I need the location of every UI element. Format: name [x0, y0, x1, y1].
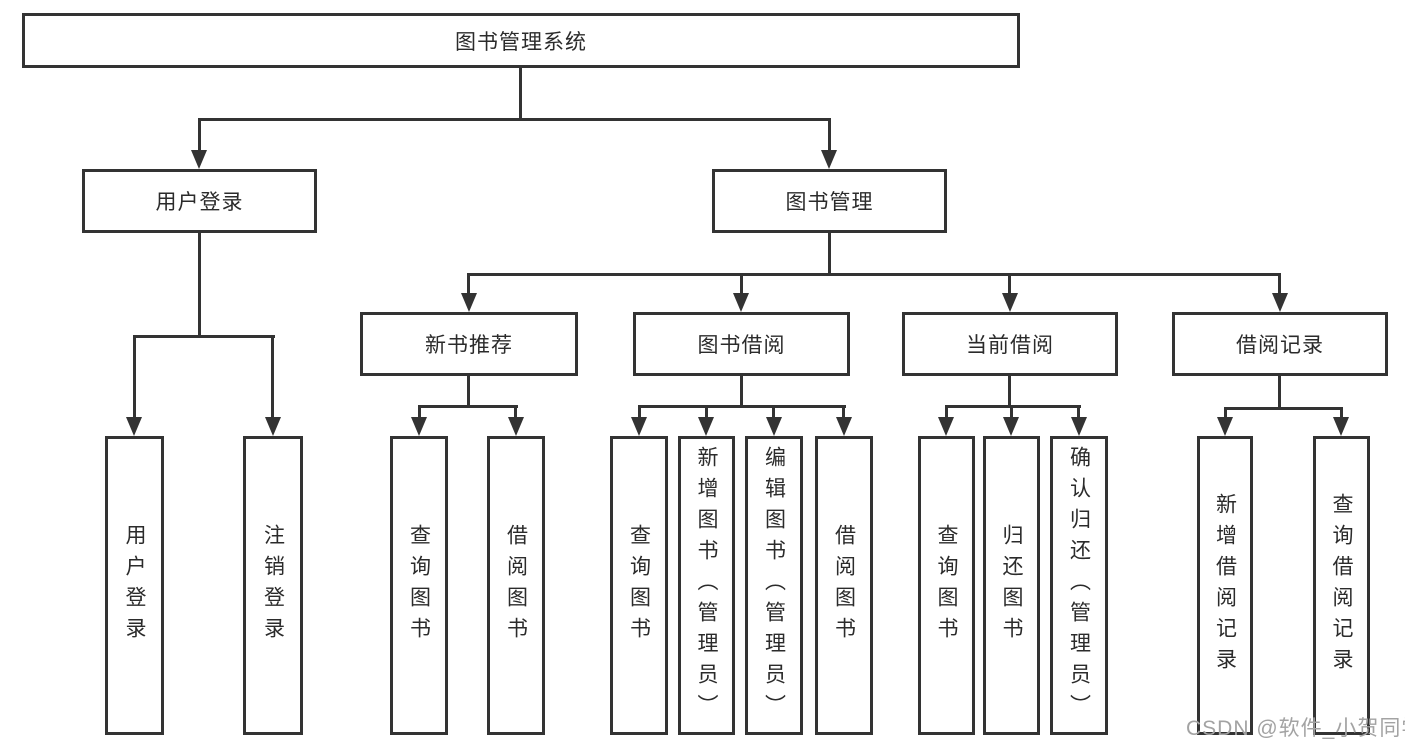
connector-line	[1010, 408, 1013, 417]
leaf-br-query-record: 查询借阅记录	[1313, 436, 1370, 735]
connector-line	[705, 408, 708, 417]
leaf-cb-return-books: 归还图书	[983, 436, 1040, 735]
arrow-down-icon	[1003, 417, 1019, 436]
connector-line	[1077, 408, 1080, 417]
arrow-down-icon	[1333, 417, 1349, 436]
leaf-br-add-record: 新增借阅记录	[1197, 436, 1253, 735]
connector-line	[467, 276, 470, 293]
node-borrowing-records: 借阅记录	[1172, 312, 1388, 376]
connector-line	[1340, 410, 1343, 417]
leaf-nbr-borrow-books: 借阅图书	[487, 436, 545, 735]
connector-line	[198, 121, 201, 150]
leaf-bb-add-books: 新增图书（管理员）	[678, 436, 735, 735]
connector-line	[198, 233, 201, 338]
node-root: 图书管理系统	[22, 13, 1020, 68]
arrow-down-icon	[265, 417, 281, 436]
leaf-cb-query-books: 查询图书	[918, 436, 975, 735]
connector-line	[271, 338, 274, 417]
arrow-down-icon	[698, 417, 714, 436]
leaf-bb-borrow-books: 借阅图书	[815, 436, 873, 735]
connector-line	[842, 408, 845, 417]
arrow-down-icon	[1217, 417, 1233, 436]
leaf-logout: 注销登录	[243, 436, 303, 735]
connector-line	[467, 376, 470, 408]
connector-line	[519, 68, 522, 121]
connector-line	[740, 376, 743, 408]
connector-line	[514, 408, 517, 417]
node-book-management: 图书管理	[712, 169, 947, 233]
arrow-down-icon	[938, 417, 954, 436]
connector-line	[828, 233, 831, 276]
connector-line	[740, 276, 743, 293]
connector-line	[198, 118, 831, 121]
arrow-down-icon	[1002, 293, 1018, 312]
connector-line	[1008, 276, 1011, 293]
connector-line	[1278, 376, 1281, 410]
leaf-cb-confirm-return: 确认归还（管理员）	[1050, 436, 1108, 735]
connector-line	[467, 273, 1281, 276]
arrow-down-icon	[631, 417, 647, 436]
connector-line	[1224, 410, 1227, 417]
arrow-down-icon	[836, 417, 852, 436]
connector-line	[638, 405, 846, 408]
connector-line	[772, 408, 775, 417]
arrow-down-icon	[1272, 293, 1288, 312]
connector-line	[418, 405, 518, 408]
connector-line	[945, 405, 1081, 408]
node-current-borrowing: 当前借阅	[902, 312, 1118, 376]
watermark: CSDN @软件_小贺同学	[1186, 717, 1405, 740]
arrow-down-icon	[461, 293, 477, 312]
connector-line	[1008, 376, 1011, 408]
arrow-down-icon	[508, 417, 524, 436]
arrow-down-icon	[821, 150, 837, 169]
connector-line	[945, 408, 948, 417]
arrow-down-icon	[766, 417, 782, 436]
connector-line	[828, 121, 831, 150]
arrow-down-icon	[733, 293, 749, 312]
node-book-borrowing: 图书借阅	[633, 312, 850, 376]
connector-line	[133, 338, 136, 417]
connector-line	[638, 408, 641, 417]
arrow-down-icon	[1071, 417, 1087, 436]
connector-line	[418, 408, 421, 417]
node-user-login: 用户登录	[82, 169, 317, 233]
arrow-down-icon	[126, 417, 142, 436]
arrow-down-icon	[411, 417, 427, 436]
leaf-nbr-query-books: 查询图书	[390, 436, 448, 735]
connector-line	[133, 335, 275, 338]
leaf-bb-query-books: 查询图书	[610, 436, 668, 735]
leaf-bb-edit-books: 编辑图书（管理员）	[745, 436, 803, 735]
leaf-user-login: 用户登录	[105, 436, 164, 735]
node-new-book-recommend: 新书推荐	[360, 312, 578, 376]
connector-line	[1278, 276, 1281, 293]
connector-line	[1224, 407, 1343, 410]
arrow-down-icon	[191, 150, 207, 169]
